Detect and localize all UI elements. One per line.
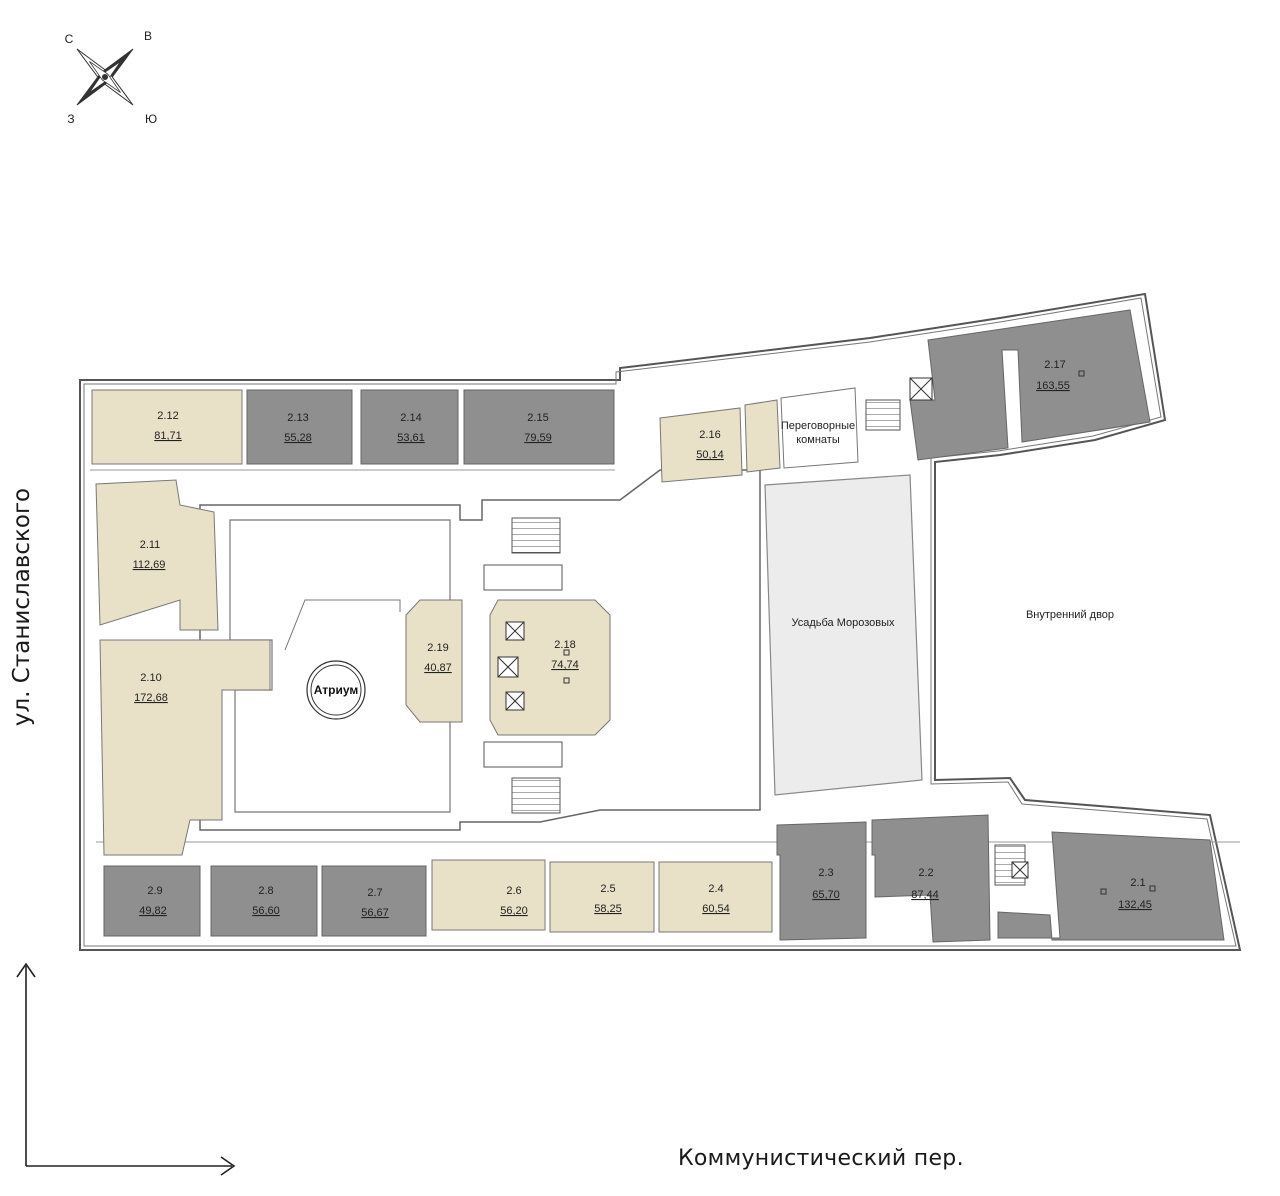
room-number: 2.16 [699,429,720,441]
room-number: 2.1 [1130,877,1145,889]
room-2-1[interactable] [997,831,1225,941]
room-number: 2.8 [258,885,273,897]
room-area: 53,61 [397,432,425,444]
meeting-rooms[interactable] [780,387,859,469]
atrium-label: Атриум [314,683,359,697]
room-area: 40,87 [424,662,452,674]
room-2-11[interactable] [95,479,219,631]
room-number: 2.13 [287,412,308,424]
room-number: 2.15 [527,412,548,424]
room-area: 112,69 [133,559,166,571]
room-area: 60,54 [702,903,730,915]
direction-arrows [16,962,236,1176]
room-area: 79,59 [524,432,552,444]
meeting-label-line1: Переговорные [781,420,855,432]
stairs-icon [865,399,901,431]
atrium: Атриум [306,660,366,720]
room-2-5[interactable] [549,861,655,933]
room-2-15[interactable] [463,389,615,465]
room-2-7[interactable] [321,865,427,937]
room-area: 50,14 [696,449,724,461]
room-2-16[interactable] [659,407,743,483]
room-area: 49,82 [139,905,167,917]
elevator-icon [497,377,1029,879]
room-2-14[interactable] [360,389,459,465]
wc-block [483,564,563,591]
marker-icon [563,370,1156,895]
street-name-left: ул. Станиславского [9,487,35,727]
room-number: 2.11 [140,539,161,551]
room-number: 2.14 [400,412,421,424]
room-2-2[interactable] [871,814,991,943]
room-2-19[interactable] [405,599,463,723]
room-area: 81,71 [154,430,182,442]
room-number: 2.6 [506,885,521,897]
room-2-3[interactable] [776,821,867,941]
compass-east: В [144,29,152,43]
room-number: 2.19 [427,642,448,654]
room-2-16-annex[interactable] [744,399,781,473]
room-area: 56,20 [500,905,528,917]
room-area: 56,67 [361,907,389,919]
room-2-13[interactable] [246,389,353,465]
building-core [483,370,1156,895]
rooms [91,309,1225,943]
room-number: 2.2 [918,867,933,879]
room-number: 2.7 [367,887,382,899]
room-area: 74,74 [551,659,579,671]
compass-south: Ю [145,112,157,126]
room-area: 55,28 [284,432,312,444]
courtyard-label: Внутренний двор [1026,609,1114,621]
room-number: 2.18 [554,639,575,651]
room-number: 2.17 [1044,359,1065,371]
estate-area [764,474,923,796]
room-area: 172,68 [134,692,168,704]
room-labels: 2.12 81,71 2.13 55,28 2.14 53,61 2.15 79… [133,359,1152,919]
room-2-4[interactable] [658,861,773,933]
room-number: 2.3 [818,867,833,879]
compass-north: С [65,32,74,46]
compass-west: З [67,112,74,126]
room-number: 2.5 [600,883,615,895]
street-name-bottom: Коммунистический пер. [678,1146,964,1171]
room-number: 2.9 [147,885,162,897]
room-area: 163,55 [1036,380,1070,392]
room-area: 132,45 [1118,899,1152,911]
room-2-10[interactable] [99,639,271,856]
room-area: 56,60 [252,905,280,917]
room-area: 58,25 [594,903,622,915]
stairs-icon [511,777,561,814]
room-number: 2.4 [708,883,723,895]
room-number: 2.12 [157,410,178,422]
meeting-label-line2: комнаты [796,434,840,446]
room-2-6[interactable] [431,859,546,931]
room-area: 87,44 [911,889,939,901]
room-2-9[interactable] [103,865,201,937]
room-area: 65,70 [812,889,840,901]
room-number: 2.10 [140,672,161,684]
stairs-icon [511,517,561,554]
compass-rose-icon: С В Ю З [65,29,157,126]
wc-block [483,741,563,768]
estate-label: Усадьба Морозовых [791,617,895,629]
room-2-8[interactable] [210,865,318,937]
room-2-12[interactable] [91,389,243,465]
